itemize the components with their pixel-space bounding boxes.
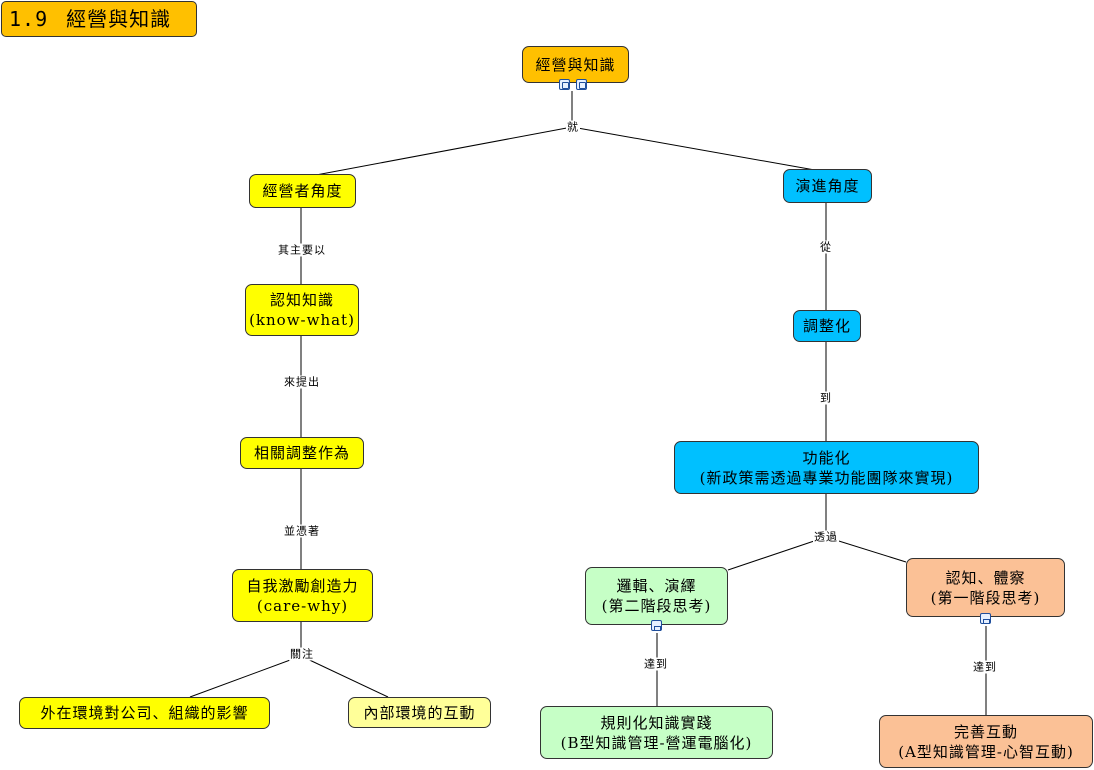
concept-label: 認知知識 xyxy=(269,291,334,309)
concept-label: 自我激勵創造力 xyxy=(246,576,359,595)
concept-adjust-action[interactable]: 相關調整作為 xyxy=(240,437,364,469)
concept-label: 認知、體察 xyxy=(945,568,1026,587)
concept-label: 功能化 xyxy=(802,448,851,467)
concept-cognitive-knowledge[interactable]: 認知知識 (know-what) xyxy=(245,284,359,336)
concept-cognitive-insight[interactable]: 認知、體察 (第一階段思考) xyxy=(906,558,1065,617)
concept-adjustment[interactable]: 調整化 xyxy=(793,310,861,342)
sub-map-icon[interactable] xyxy=(651,620,662,631)
concept-sublabel: (新政策需透過專業功能團隊來實現) xyxy=(699,468,954,487)
concept-sublabel: (A型知識管理-心智互動) xyxy=(898,742,1074,761)
concept-rule-practice[interactable]: 規則化知識實踐 (B型知識管理-營運電腦化) xyxy=(540,706,773,759)
concept-functional[interactable]: 功能化 (新政策需透過專業功能團隊來實現) xyxy=(674,441,979,494)
link-label-root: 就 xyxy=(566,120,580,134)
concept-label: 完善互動 xyxy=(953,722,1018,741)
concept-label: 調整化 xyxy=(802,317,851,335)
link-label-cognitive: 來提出 xyxy=(283,375,321,389)
concept-map-icon[interactable] xyxy=(576,79,587,90)
concept-logic-deduction[interactable]: 邏輯、演繹 (第二階段思考) xyxy=(585,567,728,625)
link-label-logic: 達到 xyxy=(643,657,669,671)
link-label-manager: 其主要以 xyxy=(277,243,327,257)
section-title: 經營與知識 xyxy=(66,7,172,31)
link-label-motivation: 關注 xyxy=(289,647,315,661)
concept-label: 外在環境對公司、組織的影響 xyxy=(40,704,249,722)
concept-internal-environment[interactable]: 內部環境的互動 xyxy=(348,697,491,728)
link-label-adjust: 到 xyxy=(819,391,833,405)
sub-map-icon[interactable] xyxy=(980,613,991,624)
concept-sublabel: (第二階段思考) xyxy=(601,597,712,615)
concept-root[interactable]: 經營與知識 xyxy=(522,46,629,83)
concept-label: 演進角度 xyxy=(795,177,860,195)
document-icon[interactable] xyxy=(559,79,570,90)
section-number: 1.9 xyxy=(9,7,49,31)
link-label-functional: 透過 xyxy=(813,530,839,544)
concept-sublabel: (know-what) xyxy=(249,311,355,329)
concept-evolution-perspective[interactable]: 演進角度 xyxy=(783,169,872,203)
concept-label: 相關調整作為 xyxy=(253,444,350,462)
link-label-action: 並憑著 xyxy=(283,524,321,538)
concept-sublabel: (B型知識管理-營運電腦化) xyxy=(560,733,753,752)
concept-perfect-interaction[interactable]: 完善互動 (A型知識管理-心智互動) xyxy=(879,715,1093,768)
concept-sublabel: (第一階段思考) xyxy=(930,588,1041,607)
concept-self-motivation[interactable]: 自我激勵創造力 (care-why) xyxy=(232,569,373,622)
page-title: 1.9 經營與知識 xyxy=(1,1,197,37)
concept-label: 經營與知識 xyxy=(535,55,616,74)
link-label-evolution: 從 xyxy=(819,240,833,254)
concept-external-environment[interactable]: 外在環境對公司、組織的影響 xyxy=(19,697,270,729)
concept-manager-perspective[interactable]: 經營者角度 xyxy=(249,174,356,208)
concept-label: 經營者角度 xyxy=(262,182,343,200)
concept-label: 規則化知識實踐 xyxy=(600,713,713,732)
concept-sublabel: (care-why) xyxy=(256,596,349,615)
concept-label: 邏輯、演繹 xyxy=(616,577,697,595)
link-label-insight: 達到 xyxy=(972,660,998,674)
concept-label: 內部環境的互動 xyxy=(363,703,476,722)
